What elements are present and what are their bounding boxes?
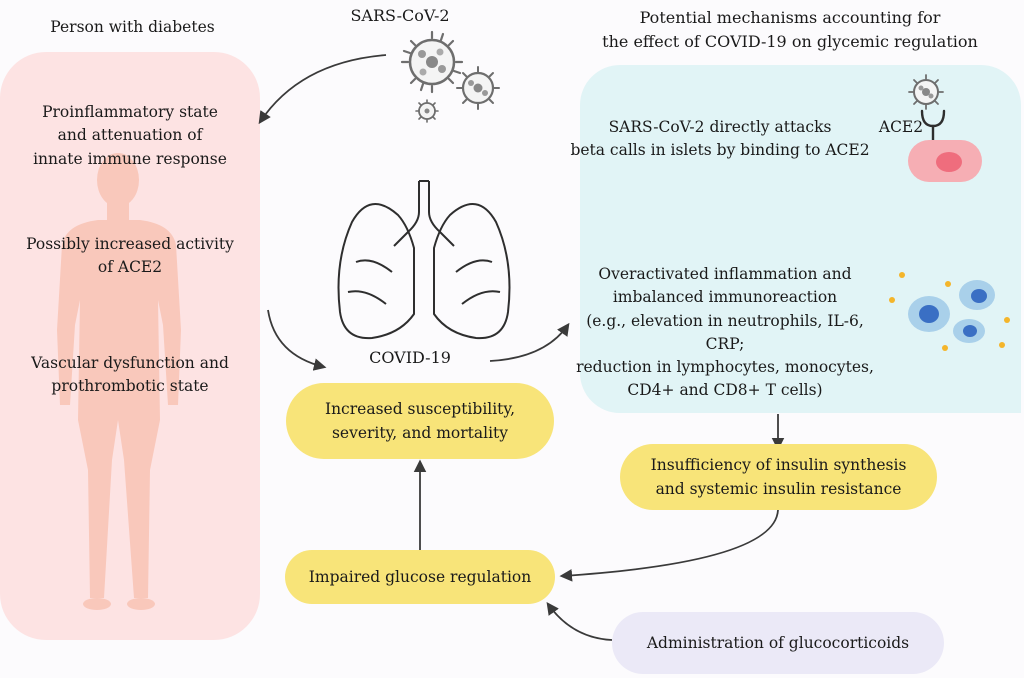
diabetes-title: Person with diabetes [50, 18, 215, 36]
human-body-icon [57, 153, 181, 610]
arrow-glucocorticoid-to-glucose [546, 601, 613, 641]
inflammation-text: Overactivated inflammation and imbalance… [576, 265, 874, 400]
diabetes-item-inflammation: Proinflammatory state and attenuation of… [33, 103, 227, 168]
virus-label: SARS-CoV-2 [350, 6, 450, 25]
insulin-box: Insufficiency of insulin synthesis and s… [620, 444, 937, 510]
mechanisms-title: Potential mechanisms accounting for the … [602, 8, 978, 51]
direct-attack-text: SARS-CoV-2 directly attacks beta calls i… [570, 118, 870, 160]
mechanisms-panel [580, 65, 1021, 413]
beta-cell-icon [908, 140, 982, 182]
cytokine-dots [889, 272, 1010, 351]
arrow-covid-to-mechanisms [489, 322, 570, 362]
arrow-virus-to-body [258, 54, 387, 125]
outcome-box: Increased susceptibility, severity, and … [286, 383, 554, 459]
virus-icon [400, 30, 464, 94]
arrow-body-to-covid [267, 309, 327, 371]
ace2-receptor-icon [920, 109, 946, 142]
diabetes-item-vascular: Vascular dysfunction and prothrombotic s… [31, 354, 229, 396]
arrow-insulin-to-glucose [559, 509, 779, 582]
diabetes-item-ace2: Possibly increased activity of ACE2 [26, 235, 234, 277]
glucose-box: Impaired glucose regulation [285, 550, 555, 604]
virus-icon [415, 99, 439, 123]
immune-cell-icon [908, 280, 995, 343]
glucocorticoid-box: Administration of glucocorticoids [612, 612, 944, 674]
lungs-icon [337, 180, 511, 340]
covid-label: COVID-19 [369, 348, 451, 367]
ace2-label: ACE2 [878, 118, 924, 136]
virus-icon [908, 74, 944, 110]
virus-icon [456, 66, 500, 110]
